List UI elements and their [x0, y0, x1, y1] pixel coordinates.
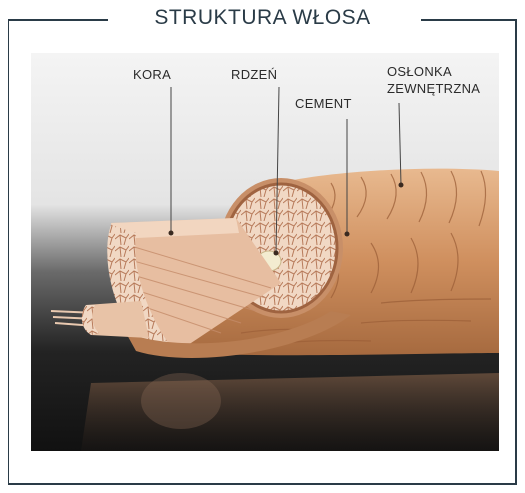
frame-border — [8, 19, 517, 485]
label-kora: KORA — [133, 67, 172, 82]
label-cement: CEMENT — [295, 96, 352, 111]
label-oslonka-line1: OSŁONKA — [387, 64, 452, 79]
label-rdzen: RDZEŃ — [231, 67, 278, 82]
leader-lines — [170, 86, 402, 254]
page-title: STRUKTURA WŁOSA — [154, 6, 371, 29]
hair-structure-diagram — [31, 53, 499, 451]
hair-illustration — [31, 53, 499, 451]
label-oslonka-line2: ZEWNĘTRZNA — [387, 81, 481, 96]
